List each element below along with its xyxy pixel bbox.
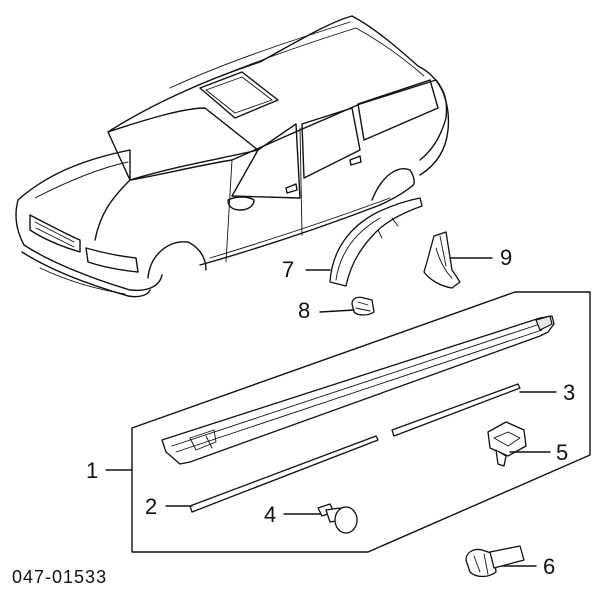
callout-4: 4 <box>264 502 277 527</box>
mud-flap <box>423 231 461 289</box>
headlight <box>85 247 139 273</box>
rear-door-glass <box>301 107 361 179</box>
grille <box>29 214 81 253</box>
sill-moulding <box>161 315 555 465</box>
side-mirror <box>227 196 255 211</box>
callout-9: 9 <box>500 245 513 270</box>
callout-8: 8 <box>298 298 311 323</box>
sunroof <box>199 71 279 119</box>
callout-1: 1 <box>86 458 99 483</box>
stud-clip-part-6 <box>465 545 525 578</box>
wheel-arch-moulding <box>329 197 423 287</box>
push-pin-part-4 <box>317 503 358 534</box>
callout-3: 3 <box>563 380 576 405</box>
part-number: 047-01533 <box>12 567 108 587</box>
front-door-glass <box>231 123 301 199</box>
callout-2: 2 <box>145 494 158 519</box>
callout-5: 5 <box>556 440 569 465</box>
callout-7: 7 <box>282 257 295 282</box>
trim-strip-3 <box>391 383 521 437</box>
clip-part-5 <box>487 421 527 467</box>
trim-strip-2 <box>189 435 379 513</box>
part-1-frame <box>131 291 591 553</box>
clip-part-8 <box>351 296 375 316</box>
rear-quarter-glass <box>357 79 439 141</box>
callout-6: 6 <box>543 554 556 579</box>
leader-lines <box>105 257 557 567</box>
car-body <box>15 15 450 298</box>
